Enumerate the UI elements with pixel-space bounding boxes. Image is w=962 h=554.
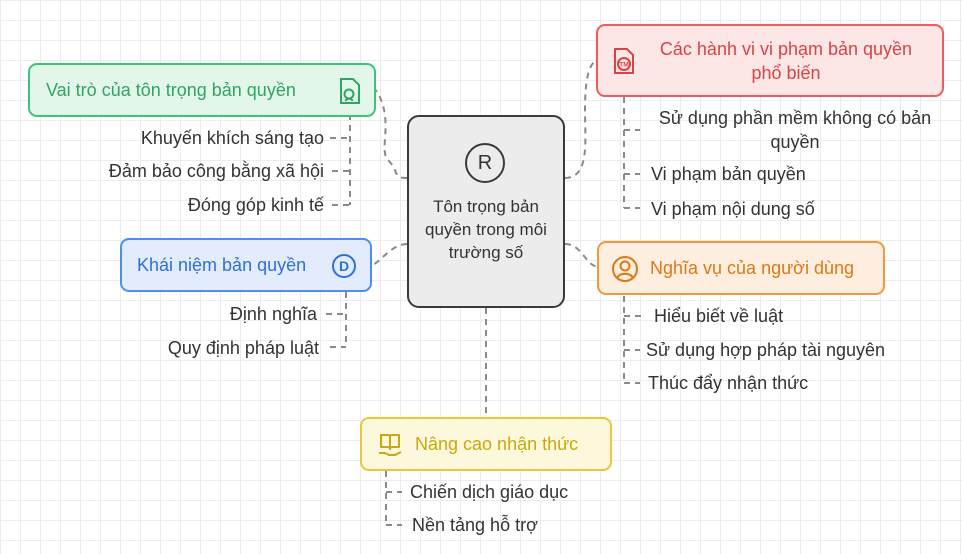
branch-nghia-vu-title: Nghĩa vụ của người dùng xyxy=(650,258,854,278)
leaf-dong-gop: Đóng góp kinh tế xyxy=(187,195,324,215)
branch-nghia-vu[interactable]: Nghĩa vụ của người dùng xyxy=(597,241,885,295)
leaf-noi-dung-so: Vi phạm nội dung số xyxy=(651,199,815,219)
document-user-icon xyxy=(336,76,364,106)
central-topic-label: Tôn trọng bản quyền trong môi trường số xyxy=(425,197,547,262)
branch-vai-tro[interactable]: Vai trò của tôn trọng bản quyền xyxy=(28,63,376,117)
leaf-chien-dich: Chiến dịch giáo dục xyxy=(410,482,569,502)
branch-khai-niem-title: Khái niệm bản quyền xyxy=(137,255,307,275)
leaf-quy-dinh: Quy định pháp luật xyxy=(167,338,319,358)
book-hand-icon xyxy=(376,431,404,459)
registered-icon: R xyxy=(465,143,505,183)
leaf-nen-tang: Nền tảng hỗ trợ xyxy=(412,515,538,535)
leaf-su-dung-hop-phap: Sử dụng hợp pháp tài nguyên xyxy=(646,340,886,360)
svg-text:TM: TM xyxy=(619,62,628,69)
branch-vai-tro-title: Vai trò của tôn trọng bản quyền xyxy=(46,80,296,100)
leaf-vi-pham-ban-quyen: Vi phạm bản quyền xyxy=(651,164,806,184)
user-circle-icon xyxy=(611,255,639,283)
leaf-dam-bao: Đảm bảo công bằng xã hội xyxy=(108,161,324,181)
leaf-hieu-biet: Hiểu biết về luật xyxy=(654,306,784,326)
branch-khai-niem[interactable]: Khái niệm bản quyền D xyxy=(120,238,372,292)
trademark-document-icon: TM xyxy=(610,46,638,76)
branch-vi-pham[interactable]: TM Các hành vi vi phạm bản quyền phổ biế… xyxy=(596,24,944,97)
branch-nang-cao-title: Nâng cao nhận thức xyxy=(415,434,579,454)
branch-vi-pham-title: Các hành vi vi phạm bản quyền phổ biến xyxy=(659,39,913,83)
copyright-d-icon: D xyxy=(332,254,356,278)
leaf-thuc-day: Thúc đẩy nhận thức xyxy=(648,373,809,393)
central-topic: R Tôn trọng bản quyền trong môi trường s… xyxy=(407,115,565,308)
branch-nang-cao[interactable]: Nâng cao nhận thức xyxy=(360,417,612,471)
leaf-phan-mem: Sử dụng phần mềm không có bản quyền xyxy=(658,108,932,152)
leaf-dinh-nghia: Định nghĩa xyxy=(229,304,317,324)
leaf-khuyen-khich: Khuyến khích sáng tạo xyxy=(140,128,324,148)
